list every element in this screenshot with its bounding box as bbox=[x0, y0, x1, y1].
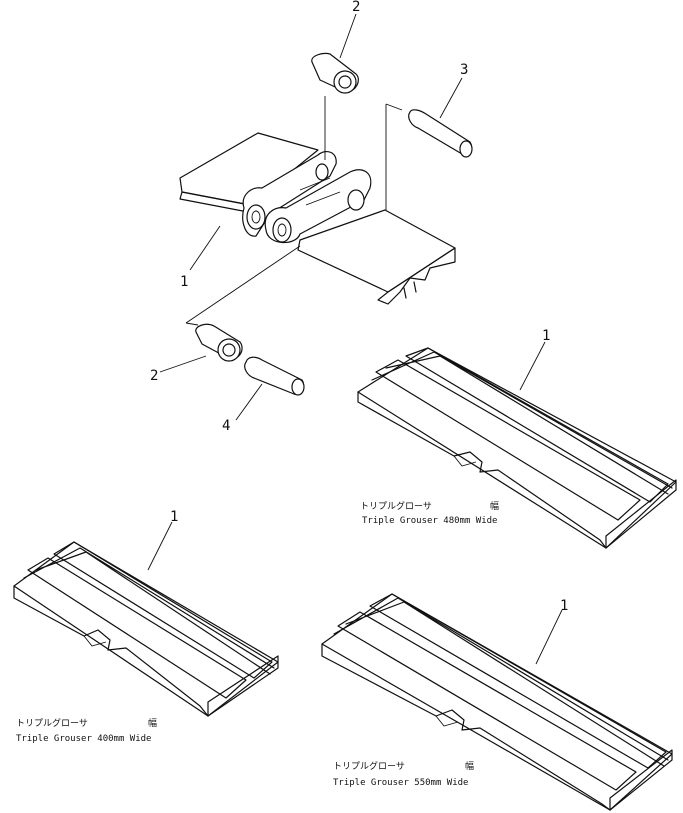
callout-shoe-550: 1 bbox=[560, 598, 568, 614]
caption-en-480: Triple Grouser 480mm Wide bbox=[362, 516, 497, 526]
callout-lower-bushing: 2 bbox=[150, 368, 158, 384]
pin-lower bbox=[244, 356, 305, 396]
track-link-assembly bbox=[179, 96, 456, 326]
callout-assembly-shoe: 1 bbox=[180, 274, 188, 290]
caption-width-400: 幅 bbox=[148, 717, 157, 729]
leader-shoe-480 bbox=[519, 341, 546, 391]
leader-shoe-550 bbox=[535, 609, 563, 665]
callout-shoe-400: 1 bbox=[170, 509, 178, 525]
leader-shoe-400 bbox=[147, 521, 173, 571]
leader-lower-bushing bbox=[159, 355, 207, 373]
caption-en-550: Triple Grouser 550mm Wide bbox=[333, 778, 468, 788]
caption-width-480: 幅 bbox=[490, 500, 499, 512]
bushing-lower bbox=[195, 323, 243, 362]
callout-shoe-480: 1 bbox=[542, 328, 550, 344]
caption-jp-480: トリプルグローサ bbox=[360, 500, 432, 512]
caption-en-400: Triple Grouser 400mm Wide bbox=[16, 734, 151, 744]
leader-lower-pin bbox=[235, 383, 263, 421]
caption-jp-400: トリプルグローサ bbox=[16, 717, 88, 729]
pin-top bbox=[408, 109, 473, 158]
track-shoe-400 bbox=[13, 541, 279, 717]
callout-lower-pin: 4 bbox=[222, 418, 230, 434]
callout-top-pin: 3 bbox=[460, 62, 468, 78]
caption-width-550: 幅 bbox=[465, 760, 474, 772]
caption-jp-550: トリプルグローサ bbox=[333, 760, 405, 772]
leader-top-pin bbox=[439, 77, 463, 119]
track-shoe-550 bbox=[321, 593, 673, 811]
bushing-top bbox=[311, 52, 359, 94]
leader-assembly-shoe bbox=[189, 225, 221, 271]
callout-top-bushing: 2 bbox=[352, 0, 360, 15]
leader-top-bushing bbox=[339, 13, 357, 59]
track-shoe-480 bbox=[357, 347, 677, 549]
